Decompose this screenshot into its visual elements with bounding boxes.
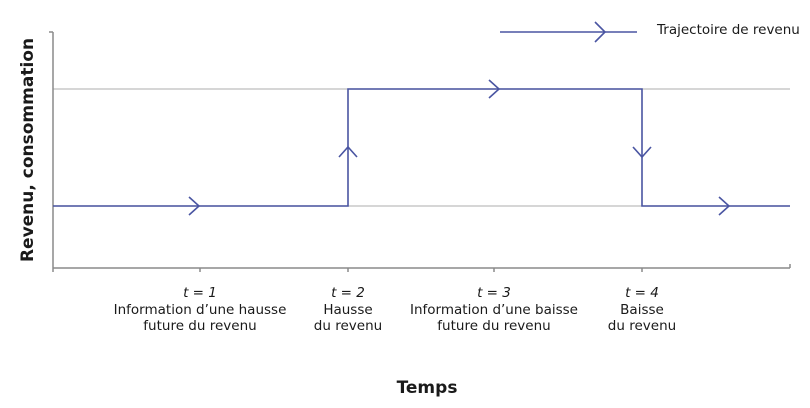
- tick-desc-line2: future du revenu: [437, 318, 551, 334]
- tick-label-t1: t = 1 Information d’une hausse future du…: [114, 285, 287, 335]
- arrow-right-icon: [718, 196, 731, 216]
- tick-desc-line1: Information d’une hausse: [113, 301, 287, 318]
- legend-arrow-icon: [594, 21, 607, 43]
- arrow-up-icon: [338, 145, 358, 158]
- tick-desc-line2: du revenu: [313, 318, 383, 334]
- tick-desc-line1: Baisse: [620, 301, 664, 318]
- tick-desc-line1: Information d’une baisse: [410, 301, 578, 318]
- tick-label-t2: t = 2 Hausse du revenu: [314, 285, 382, 335]
- tick-time: t = 2: [331, 285, 365, 301]
- tick-time: t = 3: [477, 285, 511, 301]
- legend-label: Trajectoire de revenu: [657, 22, 800, 38]
- income-trajectory-line: [53, 88, 790, 207]
- arrow-right-icon: [188, 196, 201, 216]
- tick-label-t3: t = 3 Information d’une baisse future du…: [410, 285, 578, 335]
- tick-time: t = 4: [625, 285, 659, 301]
- arrow-down-icon: [632, 146, 652, 159]
- x-axis-label: Temps: [396, 378, 458, 398]
- tick-time: t = 1: [183, 285, 217, 301]
- tick-desc-line2: future du revenu: [143, 318, 257, 334]
- y-axis-label: Revenu, consommation: [18, 37, 38, 263]
- tick-desc-line2: du revenu: [607, 318, 677, 334]
- tick-label-t4: t = 4 Baisse du revenu: [608, 285, 676, 335]
- arrow-right-icon: [488, 79, 501, 99]
- tick-desc-line1: Hausse: [323, 301, 373, 318]
